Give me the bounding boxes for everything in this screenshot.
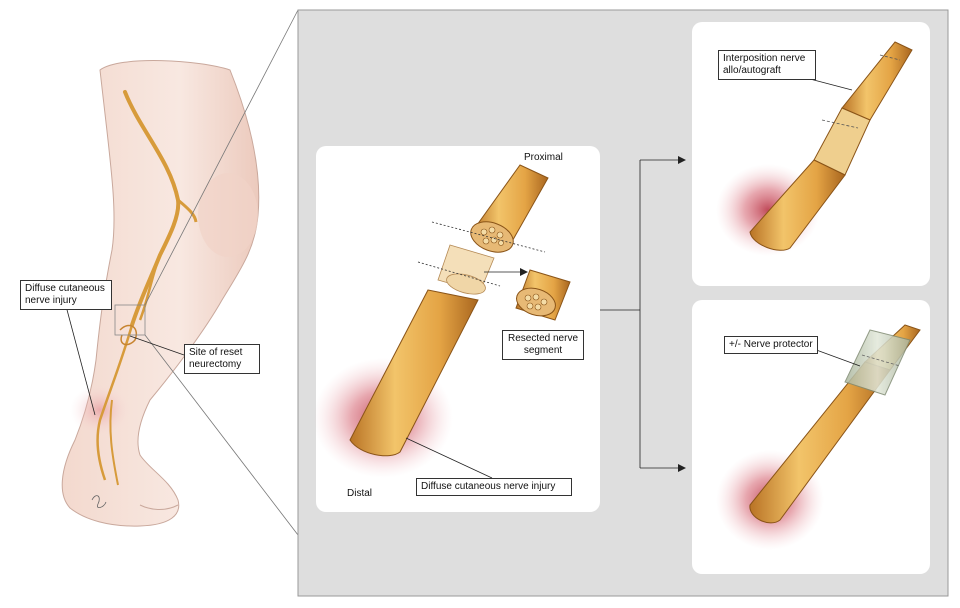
leg-nerve-branch-1 bbox=[177, 198, 198, 223]
branch-arrowhead-bottom bbox=[678, 464, 686, 472]
leg-nerve-lower-2 bbox=[109, 399, 119, 486]
center-injury-leader bbox=[405, 437, 493, 479]
leg-injury-leader bbox=[65, 305, 96, 416]
protector-distal-segment bbox=[749, 361, 891, 524]
zoom-line-top bbox=[144, 9, 299, 306]
neurectomy-site-marker bbox=[119, 324, 137, 346]
graft-suture-2 bbox=[879, 54, 901, 61]
cut-line-1 bbox=[431, 221, 546, 253]
resected-arrowhead bbox=[520, 268, 528, 276]
label-neurectomy-site: Site of reset neurectomy bbox=[184, 344, 260, 374]
label-distal: Distal bbox=[347, 488, 373, 499]
artist-signature bbox=[91, 495, 107, 508]
label-proximal: Proximal bbox=[524, 152, 563, 163]
leg-illustration bbox=[61, 60, 260, 527]
neurectomy-leader bbox=[129, 335, 185, 356]
protector-suture bbox=[861, 354, 901, 367]
ankle-injury-glow bbox=[70, 384, 130, 436]
neurectomy-zoom-box bbox=[114, 304, 146, 336]
graft-nerve-illustration bbox=[716, 41, 913, 256]
label-diffuse-injury-leg: Diffuse cutaneous nerve injury bbox=[20, 280, 112, 310]
leg-nerve-lower bbox=[96, 324, 134, 481]
zoom-line-bottom bbox=[144, 334, 299, 536]
label-nerve-protector: +/- Nerve protector bbox=[724, 336, 818, 354]
knee-shade bbox=[198, 173, 258, 257]
leg-nerve-branch-2 bbox=[138, 254, 162, 321]
distal-nerve-segment bbox=[349, 289, 479, 457]
label-resected-segment: Resected nerve segment bbox=[502, 330, 584, 360]
branch-arrowhead-top bbox=[678, 156, 686, 164]
graft-suture-1 bbox=[821, 119, 859, 129]
center-nerve-illustration bbox=[313, 164, 571, 478]
protector-nerve-illustration bbox=[716, 324, 921, 550]
proximal-fascicles bbox=[480, 226, 504, 246]
resected-segment-face bbox=[516, 287, 556, 317]
label-diffuse-injury-main: Diffuse cutaneous nerve injury bbox=[416, 478, 572, 496]
nerve-protector-wrap bbox=[844, 329, 911, 396]
leg-nerve-main bbox=[123, 90, 181, 327]
toes-outline bbox=[139, 504, 179, 510]
label-interposition-graft: Interposition nerve allo/autograft bbox=[718, 50, 816, 80]
graft-distal-segment bbox=[749, 159, 846, 251]
resected-fascicles bbox=[524, 293, 548, 311]
